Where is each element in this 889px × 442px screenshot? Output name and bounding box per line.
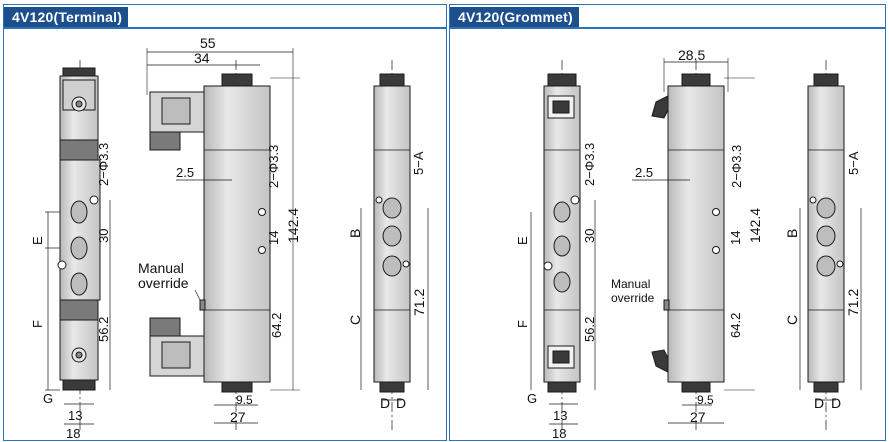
- grommet-end-b: B: [784, 229, 800, 238]
- terminal-side-view: [45, 60, 111, 430]
- grommet-dim-13: 13: [553, 408, 567, 423]
- terminal-dim-142-4: 142.4: [285, 208, 301, 243]
- grommet-end-d2: D: [831, 395, 841, 411]
- grommet-dim-27: 27: [690, 409, 706, 425]
- terminal-end-71-2: 71.2: [411, 289, 427, 316]
- terminal-dim-13: 13: [68, 408, 82, 423]
- terminal-dim-2-phi-side: 2−Φ3.3: [96, 143, 111, 186]
- terminal-dim-18: 18: [66, 426, 80, 441]
- grommet-dim-g: G: [527, 391, 537, 406]
- grommet-manual-override-line2: override: [611, 291, 655, 305]
- terminal-dim-e: E: [30, 236, 45, 245]
- grommet-side-view: [530, 60, 596, 430]
- terminal-dim-14: 14: [266, 231, 281, 245]
- terminal-end-b: B: [347, 229, 363, 238]
- terminal-end-c: C: [347, 315, 363, 325]
- grommet-dim-64-2: 64.2: [728, 313, 743, 338]
- grommet-dim-9-5: 9.5: [697, 393, 714, 407]
- terminal-dim-56-2: 56.2: [96, 317, 111, 342]
- grommet-dim-142-4: 142.4: [747, 208, 763, 243]
- terminal-dim-34: 34: [194, 50, 210, 66]
- grommet-panel-title: 4V120(Grommet): [450, 7, 579, 27]
- terminal-end-d1: D: [380, 395, 390, 411]
- grommet-dim-28-5: 28.5: [678, 47, 705, 63]
- grommet-dim-14: 14: [728, 231, 743, 245]
- terminal-dim-30: 30: [96, 229, 111, 243]
- grommet-dim-e: E: [515, 236, 530, 245]
- terminal-dim-2-phi-front: 2−Φ3.3: [266, 145, 281, 188]
- grommet-dim-2-5: 2.5: [635, 165, 653, 180]
- terminal-dim-27: 27: [230, 409, 246, 425]
- terminal-dim-f: F: [30, 320, 45, 328]
- grommet-dim-f: F: [515, 320, 530, 328]
- terminal-dim-9-5: 9.5: [236, 393, 253, 407]
- terminal-dim-2-5: 2.5: [176, 165, 194, 180]
- terminal-panel-title: 4V120(Terminal): [4, 7, 129, 27]
- grommet-dim-2-phi-front: 2−Φ3.3: [729, 145, 744, 188]
- terminal-manual-override-line1: Manual: [138, 260, 184, 276]
- terminal-end-view: [360, 60, 429, 430]
- grommet-end-view: [799, 60, 862, 430]
- grommet-end-c: C: [784, 315, 800, 325]
- terminal-end-5a: 5−A: [411, 151, 426, 175]
- terminal-front-view: [146, 48, 300, 430]
- grommet-title-underline: [450, 27, 885, 29]
- grommet-manual-override-line1: Manual: [611, 277, 650, 291]
- terminal-title-underline: [4, 27, 446, 29]
- grommet-dim-56-2: 56.2: [582, 317, 597, 342]
- terminal-dim-55: 55: [200, 35, 216, 51]
- grommet-front-view: [632, 58, 755, 430]
- grommet-dim-18: 18: [552, 426, 566, 441]
- grommet-dim-2-phi-side: 2−Φ3.3: [582, 143, 597, 186]
- grommet-end-d1: D: [814, 395, 824, 411]
- grommet-dim-30: 30: [582, 229, 597, 243]
- terminal-dim-64-2: 64.2: [269, 313, 284, 338]
- grommet-end-71-2: 71.2: [845, 289, 861, 316]
- terminal-dim-g: G: [43, 391, 53, 406]
- terminal-manual-override-line2: override: [138, 275, 189, 291]
- terminal-end-d2: D: [396, 395, 406, 411]
- grommet-end-5a: 5−A: [846, 151, 861, 175]
